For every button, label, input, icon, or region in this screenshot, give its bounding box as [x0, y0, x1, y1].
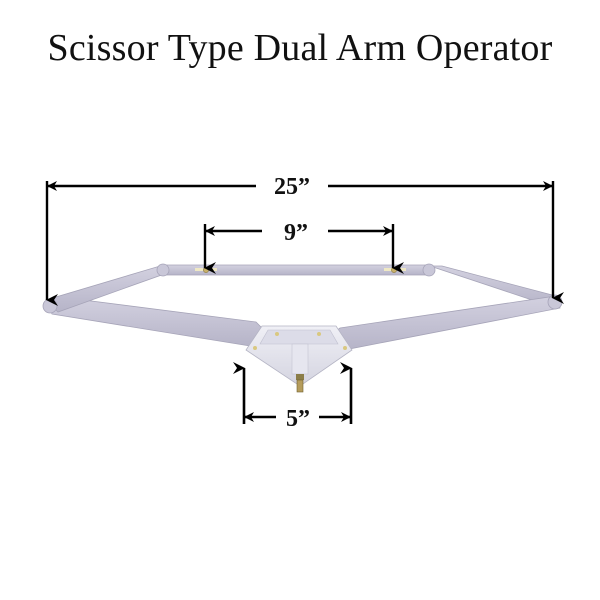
dimension-overall-width: 25” [45, 174, 564, 306]
dimension-bracket-spacing: 9” [203, 220, 404, 274]
scissor-arms [42, 263, 563, 351]
dimension-label-5in: 5” [286, 406, 310, 432]
dimension-label-25in: 25” [274, 174, 310, 200]
left-bar-pivot [156, 263, 170, 277]
right-bar-pivot [422, 263, 436, 277]
crank-spline-shaft [296, 374, 304, 393]
dimension-label-9in: 9” [284, 220, 308, 246]
operator-base [245, 325, 353, 393]
right-lower-arm [331, 295, 561, 351]
right-tip-pivot [547, 294, 563, 310]
left-tip-pivot [42, 298, 58, 314]
dimension-base-width: 5” [233, 362, 353, 432]
diagram-title: Scissor Type Dual Arm Operator [47, 27, 553, 69]
